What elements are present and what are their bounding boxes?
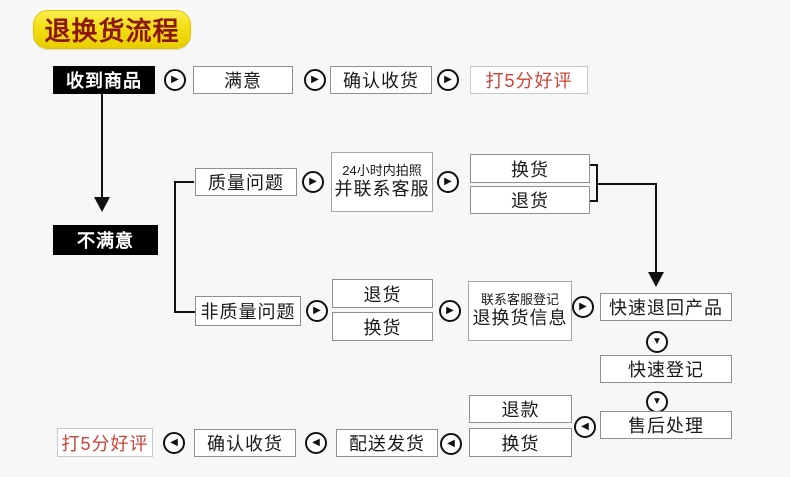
node-fast-register: 快速登记: [600, 355, 732, 383]
node-non-quality-issue: 非质量问题: [195, 296, 301, 326]
node-five-star-review-bottom: 打5分好评: [57, 428, 153, 457]
arrow-down-circle-icon: ▼: [646, 391, 668, 413]
node-exchange-nonquality: 换货: [332, 312, 433, 341]
node-delivery-shipment: 配送发货: [336, 429, 438, 457]
node-label: 退款: [501, 400, 540, 420]
arrow-left-circle-icon: ◀: [163, 432, 185, 454]
node-label: 确认收货: [207, 434, 283, 454]
node-label: 收到商品: [66, 71, 142, 91]
arrow-right-circle-icon: ▶: [439, 300, 461, 322]
node-confirm-receipt-top: 确认收货: [330, 66, 432, 94]
connector-line: [596, 183, 656, 185]
node-label: 打5分好评: [61, 433, 149, 454]
arrow-right-circle-icon: ▶: [304, 69, 326, 91]
node-label: 退货: [363, 284, 402, 305]
node-label: 满意: [224, 71, 262, 91]
arrow-right-circle-icon: ▶: [437, 69, 459, 91]
node-confirm-receipt-bottom: 确认收货: [194, 429, 296, 457]
node-label: 退货: [511, 191, 549, 211]
node-label-line2: 并联系客服: [334, 179, 430, 199]
node-label: 快速登记: [628, 360, 704, 380]
node-satisfied: 满意: [193, 66, 293, 94]
arrow-left-circle-icon: ◀: [574, 416, 596, 438]
arrowhead-down: [648, 272, 664, 287]
node-quality-issue: 质量问题: [195, 168, 297, 196]
node-label: 打5分好评: [485, 71, 573, 91]
node-label-line1: 联系客服登记: [480, 292, 559, 308]
node-label-line2: 退换货信息: [472, 308, 568, 328]
node-label: 质量问题: [208, 173, 284, 193]
node-return-quality: 退货: [470, 186, 590, 214]
arrowhead-down: [94, 197, 110, 212]
connector-line: [101, 94, 103, 198]
node-label: 换货: [511, 159, 549, 180]
node-label: 配送发货: [349, 434, 425, 454]
connector-line: [655, 183, 657, 273]
node-register-return-info: 联系客服登记 退换货信息: [468, 281, 572, 341]
node-exchange-quality: 换货: [470, 154, 590, 183]
arrow-right-circle-icon: ▶: [572, 296, 594, 318]
connector-line: [174, 181, 176, 313]
node-label: 换货: [501, 433, 540, 454]
node-label: 非质量问题: [200, 302, 296, 322]
node-fast-return-product: 快速退回产品: [600, 293, 732, 321]
connector-line: [174, 181, 194, 183]
node-refund: 退款: [469, 395, 572, 423]
node-return-nonquality: 退货: [332, 279, 433, 308]
node-exchange-bottom: 换货: [469, 428, 572, 457]
arrow-left-circle-icon: ◀: [305, 432, 327, 454]
node-photo-contact-service: 24小时内拍照 并联系客服: [331, 152, 433, 212]
node-five-star-review-top: 打5分好评: [470, 66, 588, 94]
node-aftersales-processing: 售后处理: [600, 411, 732, 439]
flowchart-title: 退换货流程: [44, 16, 180, 46]
arrow-right-circle-icon: ▶: [437, 171, 459, 193]
node-label: 确认收货: [343, 71, 419, 91]
node-label: 不满意: [77, 231, 134, 251]
arrow-right-circle-icon: ▶: [306, 300, 328, 322]
arrow-down-circle-icon: ▼: [646, 331, 668, 353]
node-received-goods: 收到商品: [53, 66, 155, 94]
arrow-right-circle-icon: ▶: [164, 69, 186, 91]
connector-line: [590, 164, 598, 166]
node-label: 换货: [363, 317, 402, 338]
connector-line: [590, 200, 598, 202]
connector-line: [174, 311, 195, 313]
flowchart-title-badge: 退换货流程: [33, 10, 191, 49]
arrow-left-circle-icon: ◀: [440, 433, 462, 455]
node-label: 售后处理: [628, 416, 704, 436]
node-label: 快速退回产品: [609, 298, 723, 318]
arrow-right-circle-icon: ▶: [302, 171, 324, 193]
node-label-line1: 24小时内拍照: [342, 163, 422, 179]
node-unsatisfied: 不满意: [53, 225, 158, 255]
